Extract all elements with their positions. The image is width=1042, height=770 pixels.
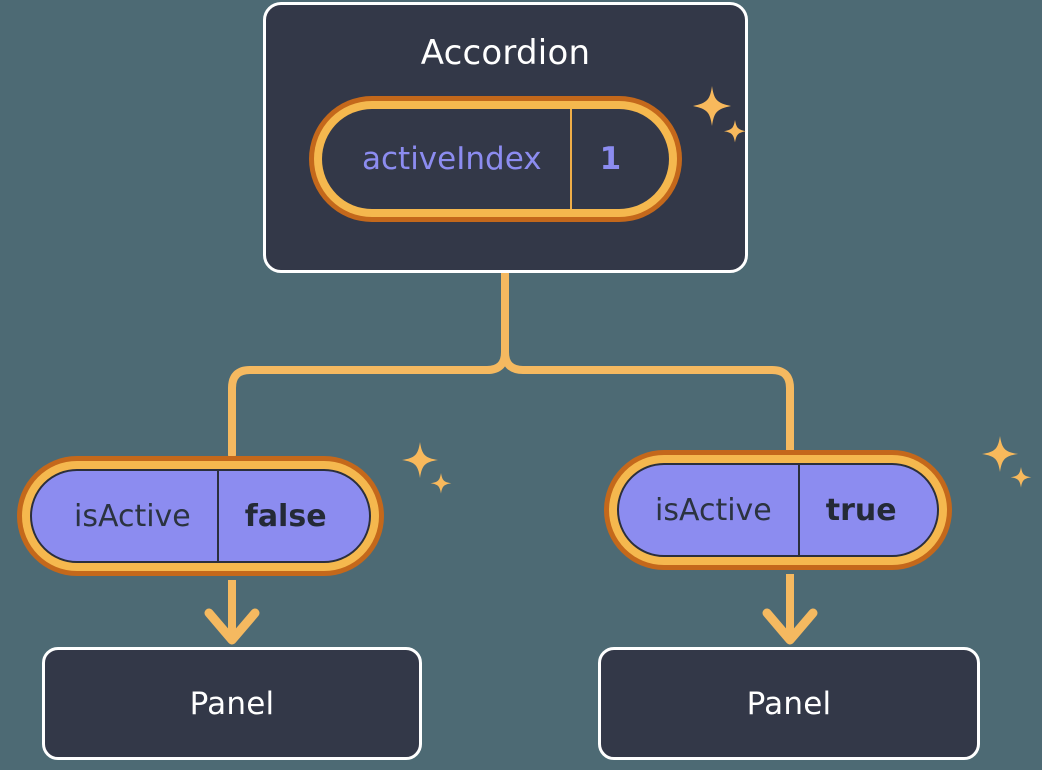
pill-body: activeIndex 1: [322, 109, 670, 209]
sparkle-cluster-left: [396, 440, 454, 502]
pill-middle-ring: isActive false: [22, 461, 379, 571]
pill-outer-ring: activeIndex 1: [309, 96, 683, 222]
panel-component-card-left[interactable]: Panel: [42, 647, 422, 760]
prop-chip-isactive-left[interactable]: isActive false: [17, 456, 384, 576]
pill-body: isActive false: [30, 469, 371, 563]
pill-middle-ring: activeIndex 1: [314, 101, 678, 217]
arrowhead-right: [762, 608, 818, 645]
state-key-label: activeIndex: [322, 109, 572, 209]
edge-root-to-left: [228, 268, 509, 459]
sparkle-star-large: [982, 436, 1018, 472]
edge-root-to-right: [501, 268, 794, 454]
prop-chip-isactive-right[interactable]: isActive true: [604, 450, 952, 570]
panel-title-right: Panel: [746, 685, 832, 722]
pill-middle-ring: isActive true: [609, 455, 947, 565]
panel-component-card-right[interactable]: Panel: [598, 647, 980, 760]
prop-key-label: isActive: [619, 465, 800, 555]
sparkle-star-large: [402, 442, 438, 478]
prop-value-label: true: [825, 492, 897, 528]
accordion-title: Accordion: [420, 33, 591, 73]
sparkle-star-small: [430, 473, 452, 494]
pill-body: isActive true: [617, 463, 939, 557]
prop-key-label: isActive: [32, 471, 219, 561]
pill-outer-ring: isActive false: [17, 456, 384, 576]
prop-value-label: false: [244, 498, 327, 534]
sparkle-star-small: [1010, 467, 1032, 488]
state-chip-activeindex[interactable]: activeIndex 1: [309, 96, 683, 222]
panel-title-left: Panel: [189, 685, 275, 722]
sparkle-cluster-right: [976, 434, 1034, 496]
state-value-label: 1: [599, 141, 622, 177]
arrowhead-left: [204, 608, 260, 645]
pill-outer-ring: isActive true: [604, 450, 952, 570]
